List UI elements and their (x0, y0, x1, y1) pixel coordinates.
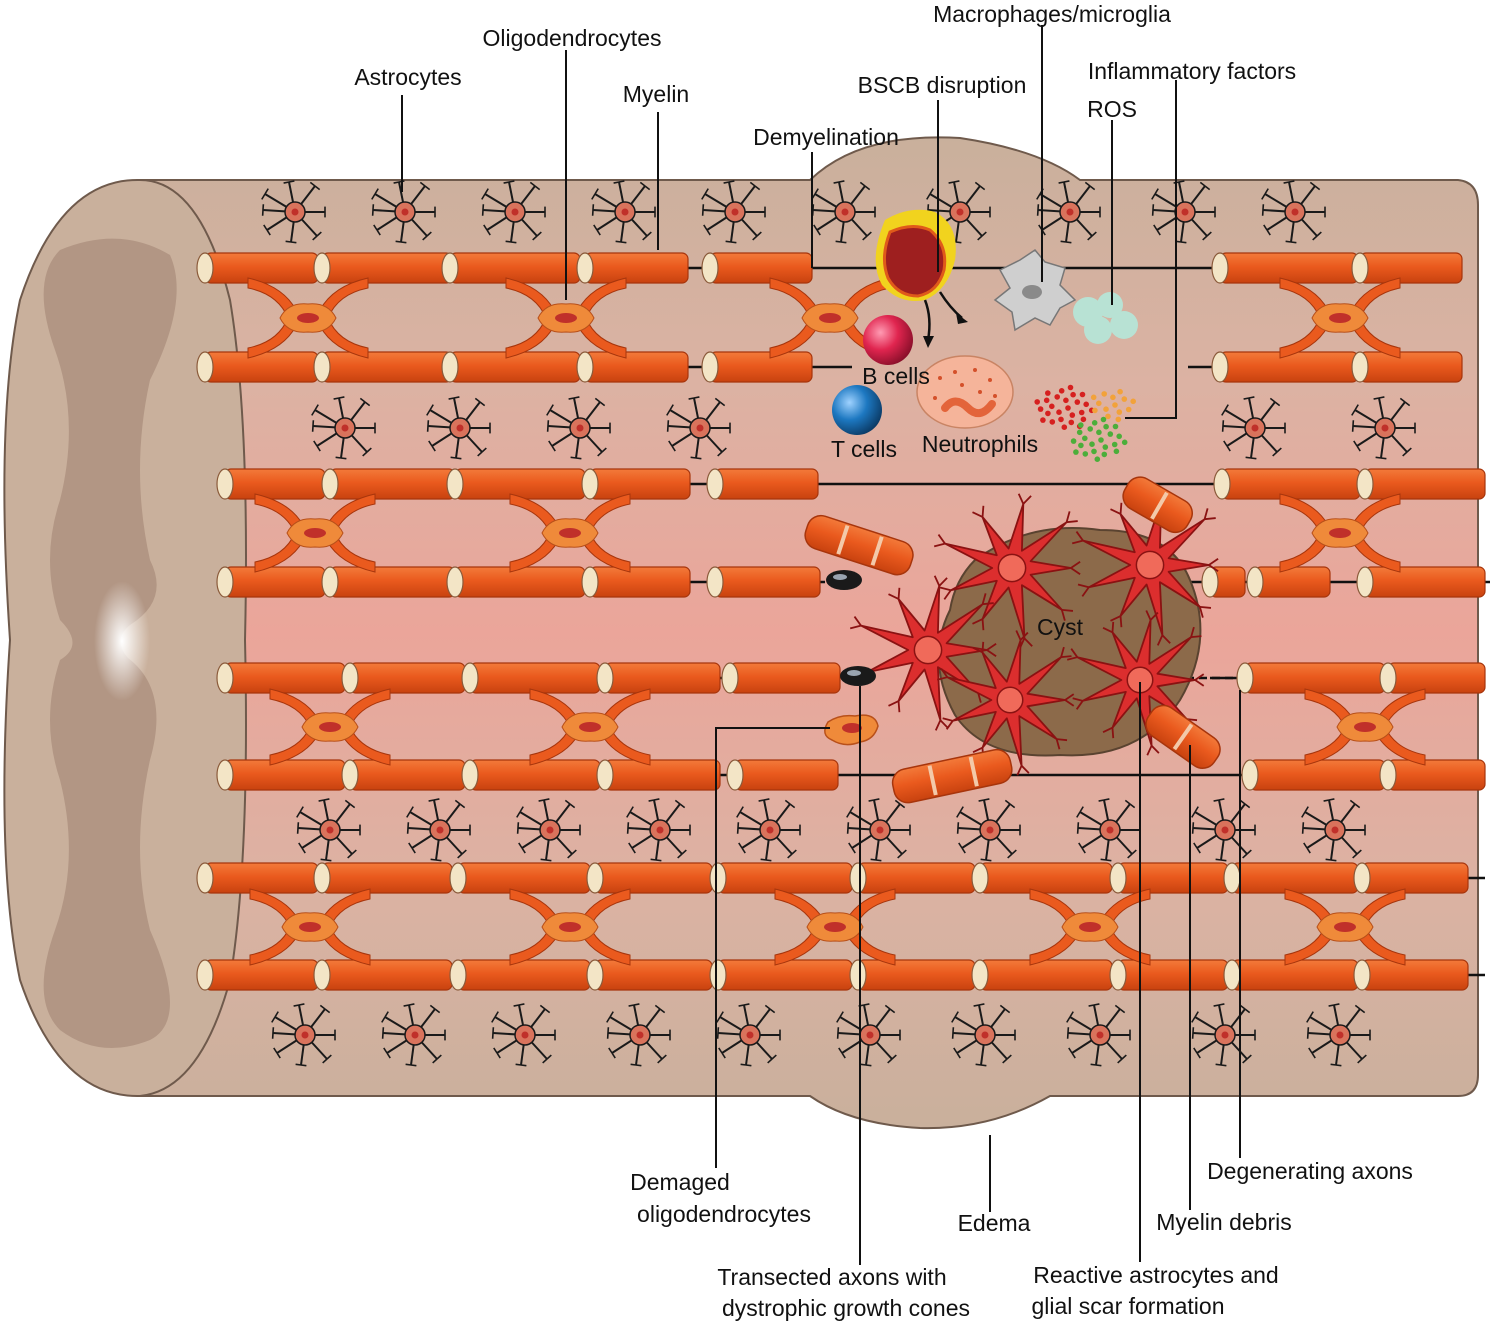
spinal-cord-cross-section (4, 180, 246, 1096)
myelin-segment (582, 469, 690, 499)
t-cell (832, 385, 882, 435)
central-canal-glow (94, 581, 150, 701)
label-damaged-oligodendrocytes-2: oligodendrocytes (637, 1201, 811, 1227)
myelin-segment (587, 863, 712, 893)
label-edema: Edema (958, 1210, 1031, 1236)
myelin-segment (314, 352, 452, 382)
myelin-segment (1110, 863, 1228, 893)
myelin-segment (707, 469, 818, 499)
myelin-segment (1380, 663, 1485, 693)
axon-row (197, 960, 1485, 990)
axon-row (1212, 253, 1462, 283)
myelin-segment (322, 567, 455, 597)
myelin-segment (342, 663, 465, 693)
myelin-segment (447, 469, 585, 499)
neutrophil (917, 356, 1013, 428)
myelin-segment (1242, 760, 1385, 790)
myelin-segment (722, 663, 840, 693)
label-inflammatory-factors: Inflammatory factors (1088, 58, 1296, 84)
myelin-segment (702, 253, 812, 283)
label-cyst: Cyst (1037, 614, 1084, 640)
myelin-segment (850, 960, 975, 990)
myelin-segment (1352, 352, 1462, 382)
axon-row (217, 663, 840, 693)
axon-row (217, 567, 825, 597)
myelin-segment (217, 567, 325, 597)
axon-row (1188, 352, 1462, 382)
myelin-segment (972, 863, 1112, 893)
myelin-segment (197, 863, 318, 893)
myelin-segment (217, 663, 345, 693)
myelin-segment (450, 960, 590, 990)
myelin-segment (1212, 253, 1358, 283)
label-reactive-astrocytes-2: glial scar formation (1031, 1293, 1224, 1319)
myelin-segment (597, 760, 720, 790)
axon-row (197, 352, 852, 382)
myelin-segment (1380, 760, 1485, 790)
label-damaged-oligodendrocytes-1: Demaged (630, 1169, 730, 1195)
myelin-segment (1224, 863, 1358, 893)
myelin-segment (707, 567, 820, 597)
label-macrophages-microglia: Macrophages/microglia (933, 1, 1171, 27)
myelin-segment (850, 863, 975, 893)
myelin-segment (710, 863, 852, 893)
label-astrocytes: Astrocytes (354, 64, 461, 90)
myelin-segment (1247, 567, 1330, 597)
myelin-segment (702, 352, 812, 382)
myelin-segment (462, 663, 600, 693)
myelin-segment (1352, 253, 1462, 283)
myelin-segment (972, 960, 1112, 990)
myelin-segment (314, 863, 452, 893)
label-b-cells: B cells (862, 363, 930, 389)
myelin-segment (582, 567, 690, 597)
myelin-segment (314, 253, 452, 283)
label-ros: ROS (1087, 96, 1137, 122)
myelin-segment (1214, 469, 1360, 499)
label-bscb-disruption: BSCB disruption (858, 72, 1027, 98)
label-demyelination: Demyelination (753, 124, 899, 150)
myelin-segment (710, 960, 852, 990)
myelin-segment (442, 253, 580, 283)
myelin-segment (217, 760, 345, 790)
myelin-segment (1354, 863, 1468, 893)
myelin-segment (597, 663, 720, 693)
label-neutrophils: Neutrophils (922, 431, 1038, 457)
myelin-segment (1110, 960, 1228, 990)
myelin-segment (197, 253, 318, 283)
b-cell (863, 315, 913, 365)
myelin-segment (217, 469, 325, 499)
myelin-segment (1237, 663, 1385, 693)
label-transected-axons-2: dystrophic growth cones (722, 1295, 970, 1321)
myelin-segment (1224, 960, 1358, 990)
myelin-segment (197, 960, 318, 990)
label-myelin: Myelin (623, 81, 689, 107)
myelin-segment (447, 567, 585, 597)
label-degenerating-axons: Degenerating axons (1207, 1158, 1413, 1184)
axon-row (1214, 469, 1485, 499)
myelin-segment (577, 352, 688, 382)
label-transected-axons-1: Transected axons with (717, 1264, 946, 1290)
myelin-segment (577, 253, 688, 283)
label-reactive-astrocytes-1: Reactive astrocytes and (1033, 1262, 1278, 1288)
myelin-segment (727, 760, 838, 790)
myelin-segment (342, 760, 465, 790)
myelin-segment (1202, 567, 1245, 597)
myelin-segment (1354, 960, 1468, 990)
myelin-segment (322, 469, 455, 499)
myelin-segment (314, 960, 452, 990)
label-t-cells: T cells (831, 436, 897, 462)
myelin-segment (197, 352, 318, 382)
myelin-segment (1357, 469, 1485, 499)
myelin-segment (450, 863, 590, 893)
myelin-segment (1357, 567, 1485, 597)
label-oligodendrocytes: Oligodendrocytes (483, 25, 662, 51)
axon-row (197, 863, 1485, 893)
myelin-segment (587, 960, 712, 990)
label-myelin-debris: Myelin debris (1156, 1209, 1292, 1235)
axon-row (1242, 760, 1485, 790)
